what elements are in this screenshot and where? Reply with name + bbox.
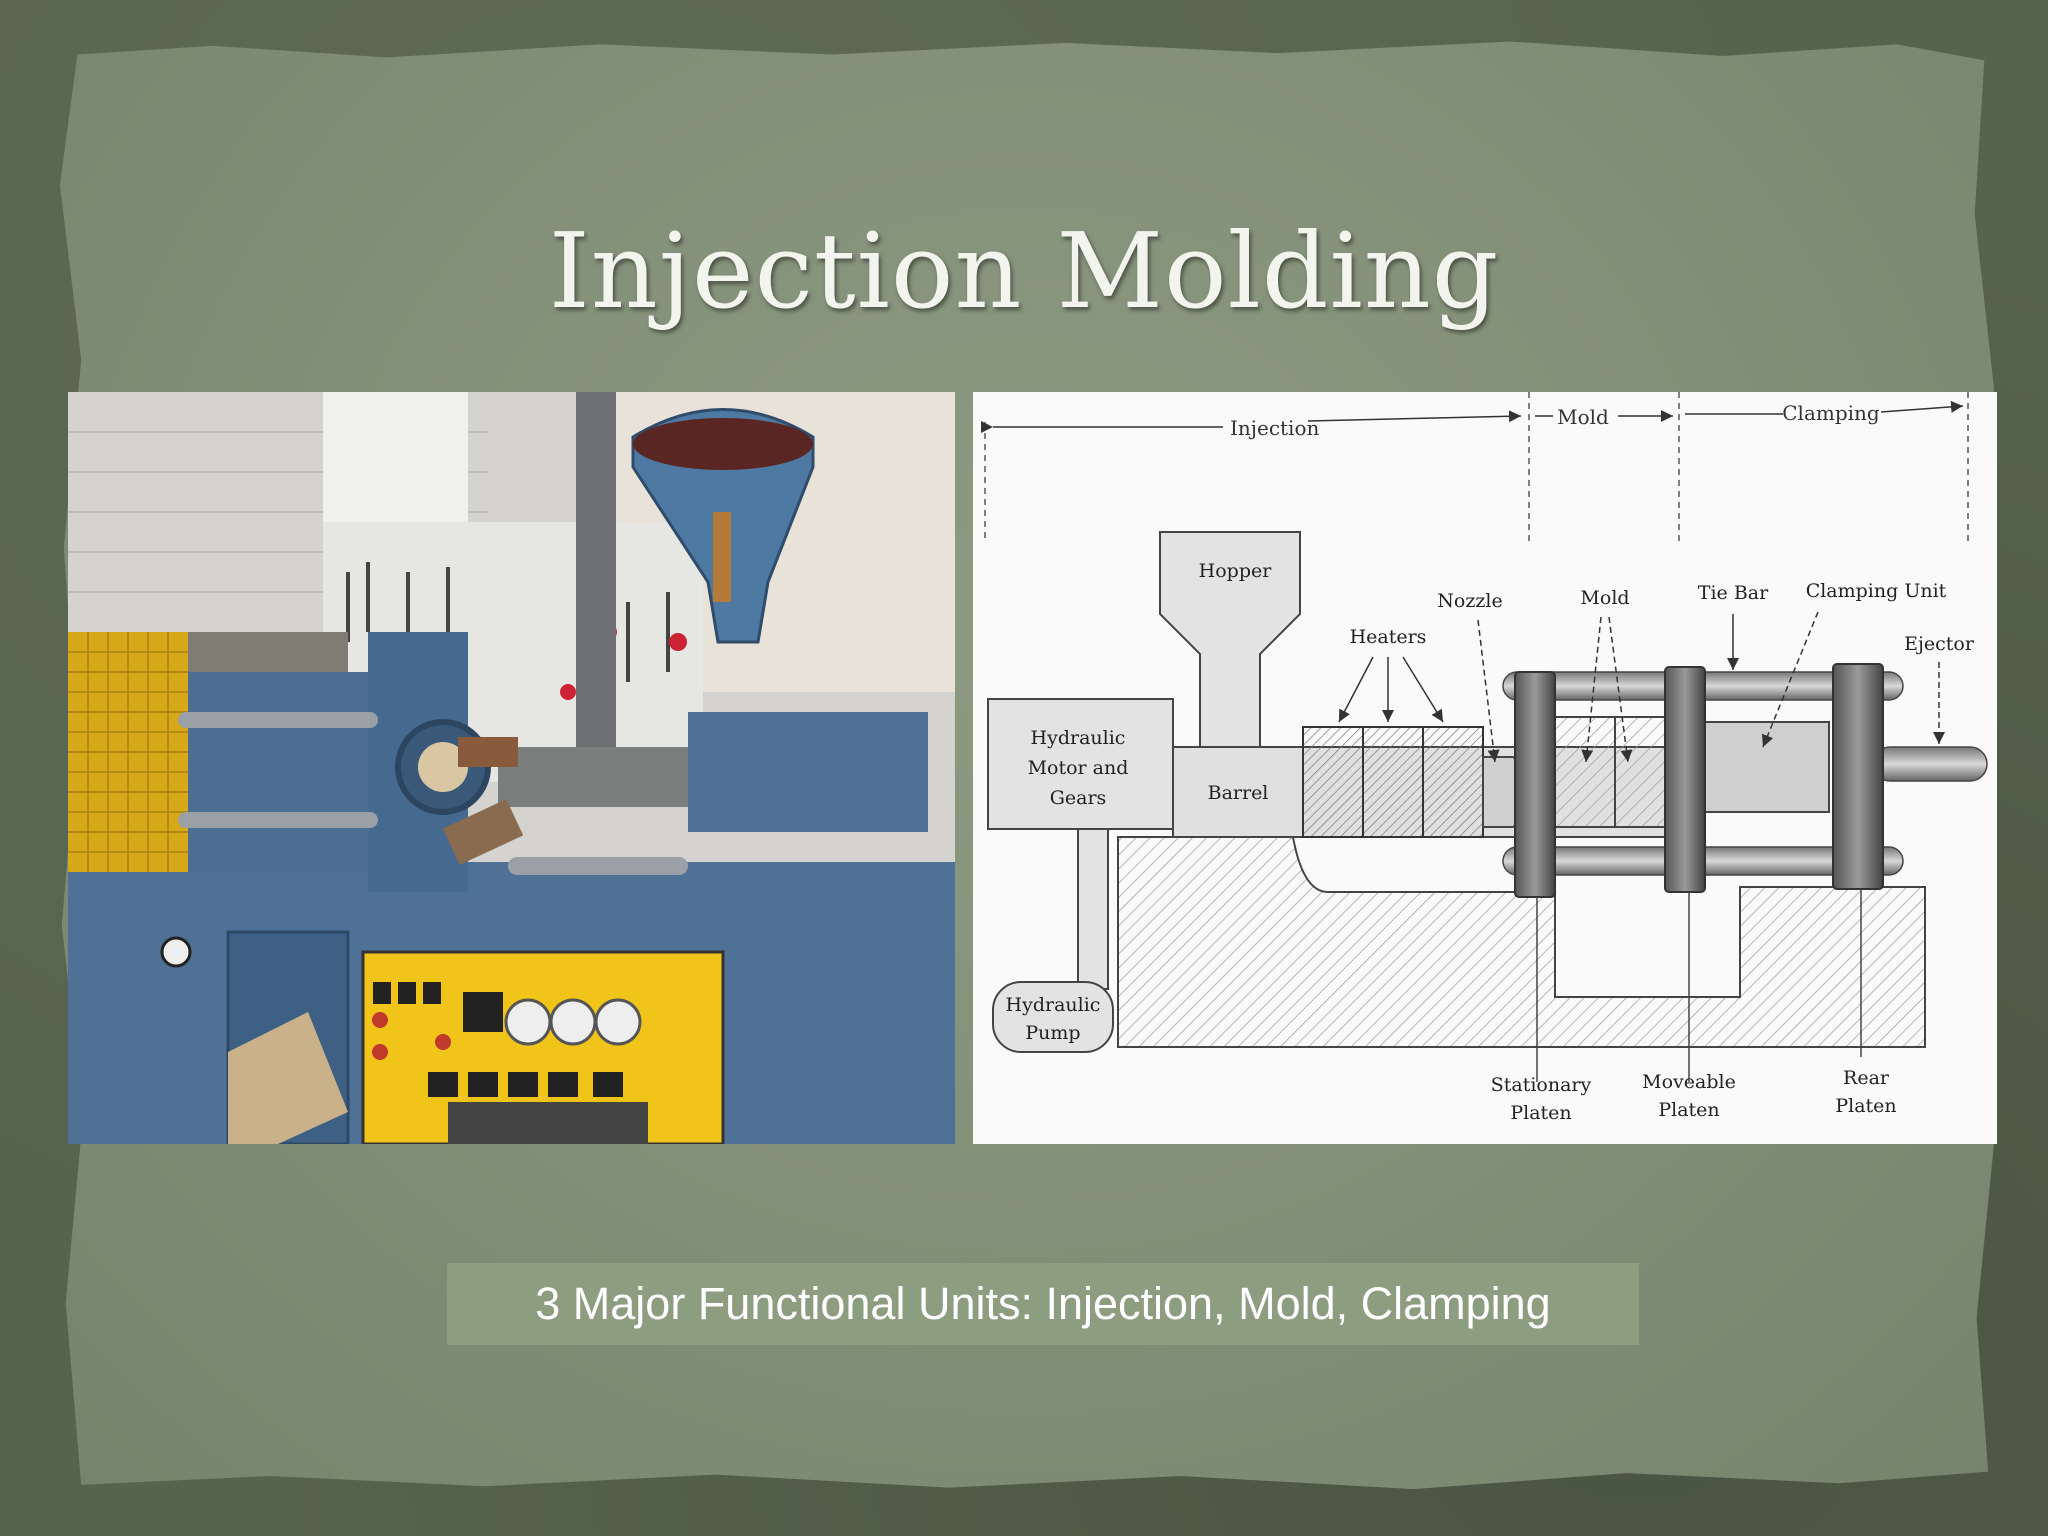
section-clamping-label: Clamping (1782, 401, 1880, 425)
nozzle-label: Nozzle (1437, 590, 1502, 612)
tie-bar-label: Tie Bar (1698, 582, 1769, 604)
hydraulic-motor-label-line1: Hydraulic (1031, 727, 1126, 749)
caption-text: 3 Major Functional Units: Injection, Mol… (535, 1278, 1551, 1329)
section-injection-label: Injection (1230, 416, 1319, 440)
rear-platen-label-line2: Platen (1835, 1095, 1896, 1117)
section-mold-label: Mold (1557, 405, 1609, 429)
slide-title: Injection Molding (548, 210, 1500, 332)
clamping-unit-label: Clamping Unit (1806, 580, 1947, 602)
injection-molding-diagram: Injection Mold Clamping Hydraulic Motor … (973, 392, 1997, 1144)
hydraulic-pump-label-line1: Hydraulic (1006, 994, 1101, 1016)
machine-photo-illustration (68, 392, 955, 1144)
caption-box: 3 Major Functional Units: Injection, Mol… (447, 1263, 1639, 1345)
hydraulic-motor-label-line2: Motor and (1028, 757, 1129, 779)
ejector-label: Ejector (1904, 633, 1975, 655)
hopper-label: Hopper (1199, 560, 1273, 582)
moveable-platen-label-line2: Platen (1658, 1099, 1719, 1121)
diagram-svg: Injection Mold Clamping Hydraulic Motor … (981, 392, 1988, 1124)
rear-platen-label-line1: Rear (1843, 1067, 1890, 1089)
moveable-platen-label-line1: Moveable (1642, 1071, 1736, 1093)
hydraulic-motor-label-line3: Gears (1050, 787, 1107, 809)
mold-label: Mold (1580, 587, 1629, 609)
stationary-platen-label-line1: Stationary (1491, 1074, 1592, 1096)
heaters-label: Heaters (1350, 626, 1427, 648)
stationary-platen-label-line2: Platen (1510, 1102, 1571, 1124)
hydraulic-pump-label-line2: Pump (1025, 1022, 1080, 1044)
barrel-label: Barrel (1208, 782, 1269, 804)
machine-photo (68, 392, 955, 1144)
